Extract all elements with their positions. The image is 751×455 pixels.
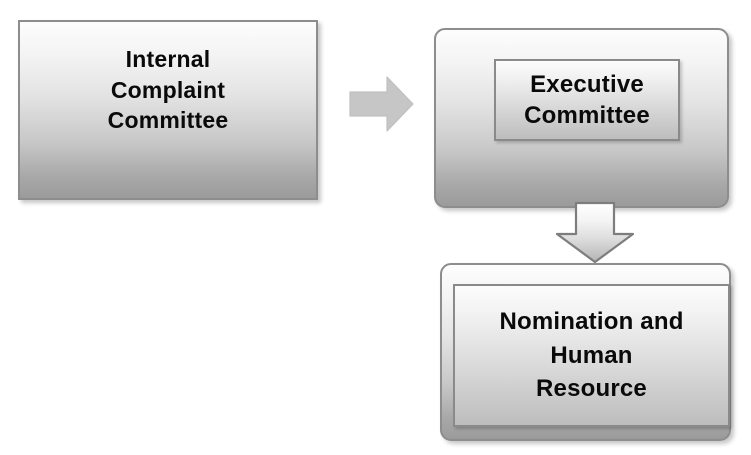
arrow-down-icon <box>555 201 637 265</box>
node-executive-committee[interactable]: Executive Committee <box>434 28 729 208</box>
node-executive-committee-label: Executive Committee <box>524 70 650 129</box>
node-nomination-and-human-resource-inner-panel: Nomination and Human Resource <box>453 284 730 427</box>
node-executive-committee-inner-panel: Executive Committee <box>494 59 680 141</box>
node-internal-complaint-committee[interactable]: Internal Complaint Committee <box>18 20 318 200</box>
node-nomination-and-human-resource[interactable]: Nomination and Human Resource <box>440 263 731 441</box>
node-internal-complaint-committee-label: Internal Complaint Committee <box>107 46 229 134</box>
arrow-right-icon <box>349 75 415 135</box>
node-nomination-and-human-resource-label: Nomination and Human Resource <box>499 308 684 403</box>
